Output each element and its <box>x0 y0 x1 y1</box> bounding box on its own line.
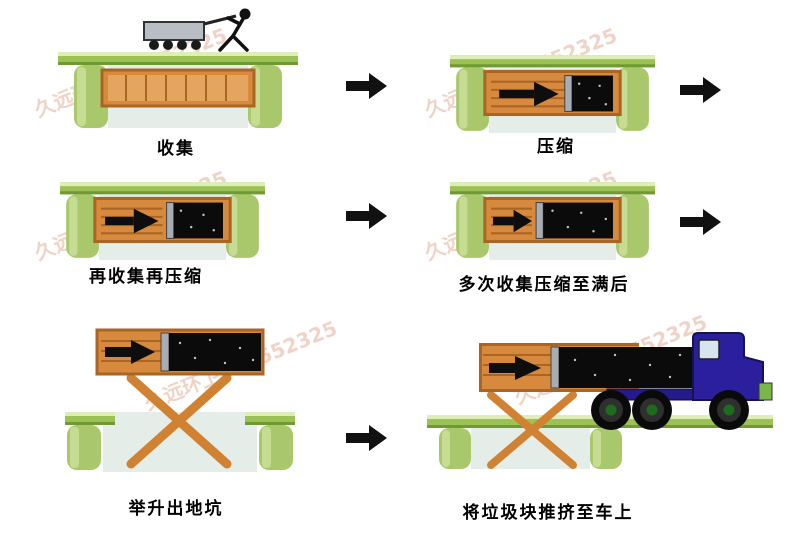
pit-wall-left <box>439 428 471 469</box>
step-label-3: 再收集再压缩 <box>89 267 203 287</box>
waste-block <box>559 347 693 388</box>
flow-arrow-icon <box>346 72 388 100</box>
push-arrow-icon <box>105 340 155 364</box>
lift-scene-illustration <box>65 328 295 472</box>
step-label-2: 压缩 <box>537 137 575 157</box>
truck-window <box>698 339 720 360</box>
pit-wall-left <box>74 65 108 128</box>
pit-wall-right <box>259 425 293 470</box>
pusher-housing <box>101 207 163 235</box>
ground-platform-right <box>245 412 295 425</box>
container-outline <box>479 343 639 392</box>
step-label-6: 将垃圾块推挤至车上 <box>462 503 634 523</box>
pit-wall-left <box>66 194 99 258</box>
cart-icon <box>143 14 237 50</box>
truck-wheel-icon <box>591 390 749 430</box>
ground-platform <box>450 55 655 68</box>
push-arrow-icon <box>499 81 559 107</box>
scene-step-1 <box>58 8 298 128</box>
ground-platform <box>58 52 298 65</box>
scene-step-3 <box>60 182 265 260</box>
flow-arrow-icon <box>680 208 722 236</box>
pusher-plate <box>550 346 560 389</box>
flow-arrow-icon <box>346 202 388 230</box>
pit-wall-left <box>67 425 101 470</box>
recompression-scene-illustration <box>60 182 265 260</box>
truck-bumper <box>758 382 773 401</box>
pusher-plate <box>166 202 175 239</box>
collection-scene-illustration <box>58 8 298 128</box>
flow-arrow-icon <box>680 76 722 104</box>
truck-loading-scene-illustration <box>427 332 773 469</box>
truck-icon <box>591 332 773 430</box>
scene-step-4 <box>450 182 655 260</box>
push-arrow-icon <box>489 356 541 380</box>
scissor-lift-icon <box>126 373 232 469</box>
push-arrow-icon <box>105 208 159 234</box>
worker-icon <box>218 8 251 52</box>
ground-platform <box>450 182 655 195</box>
pit-wall-right <box>590 428 622 469</box>
compression-scene-illustration <box>450 55 655 133</box>
scissor-lift-icon <box>487 391 577 469</box>
flow-arrow-icon <box>346 424 388 452</box>
push-arrow-icon <box>493 209 532 233</box>
step-label-4: 多次收集压缩至满后 <box>458 275 630 295</box>
waste-block <box>571 75 613 112</box>
pit-wall-left <box>456 67 489 131</box>
step-label-1: 收集 <box>157 139 195 159</box>
container-icon <box>100 68 256 108</box>
pusher-plate <box>564 75 573 112</box>
waste-block <box>169 333 261 371</box>
waste-block <box>543 202 613 239</box>
scene-step-2 <box>450 55 655 133</box>
ground-platform-left <box>65 412 115 425</box>
scene-step-6 <box>415 325 775 475</box>
ground-platform <box>60 182 265 195</box>
scene-step-5 <box>65 328 295 478</box>
waste-block <box>173 202 223 239</box>
full-container-scene-illustration <box>450 182 655 260</box>
step-label-5: 举升出地坑 <box>128 499 224 519</box>
pusher-plate <box>160 332 170 372</box>
pusher-plate <box>535 202 544 239</box>
pit-wall-left <box>456 194 489 258</box>
